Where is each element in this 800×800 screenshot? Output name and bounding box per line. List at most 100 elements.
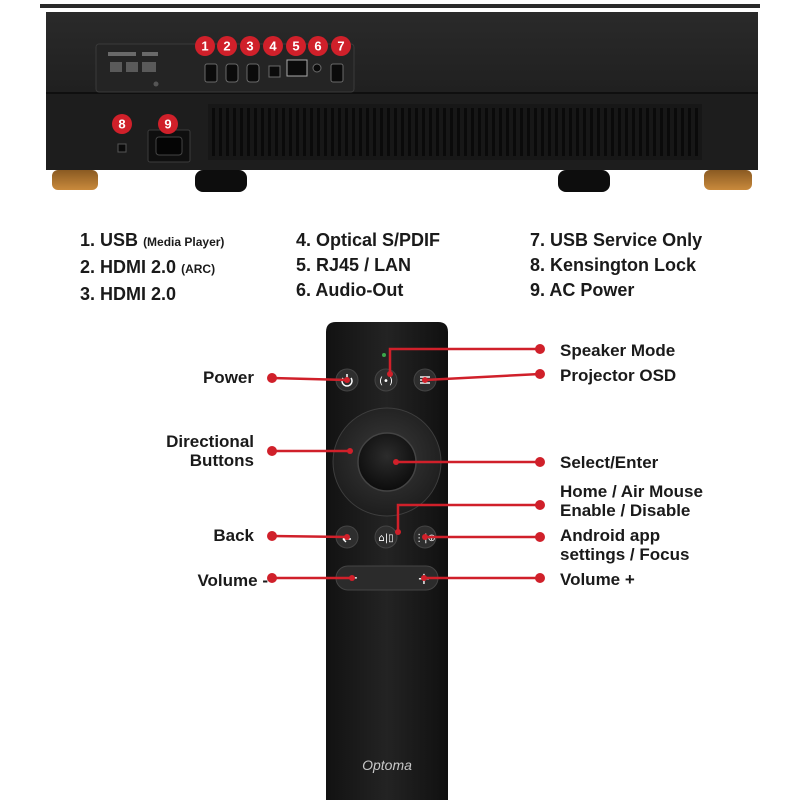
callout-leaders [267,344,545,583]
vent-slot [639,108,642,156]
home-mouse-icon: ⌂|▯ [378,533,393,544]
usb-service-port-7 [330,63,344,83]
vent-slot [485,108,488,156]
vent-slot [464,108,467,156]
port-badge-9: 9 [158,114,178,134]
vent-slot [695,108,698,156]
home-air-mouse-button[interactable]: ⌂|▯ [374,525,398,549]
vent-slot [471,108,474,156]
port-list-col3: 7. USB Service Only 8. Kensington Lock 9… [530,228,702,303]
vent-slot [646,108,649,156]
vent-slot [394,108,397,156]
vent-slot [275,108,278,156]
callout-power: Power [202,368,254,387]
leader-directional [267,446,353,456]
callout-back: Back [213,526,254,545]
vent-slot [632,108,635,156]
leader-projector-osd [422,369,545,383]
port-badge-3: 3 [240,36,260,56]
vent-slot [212,108,215,156]
vent-slot [562,108,565,156]
brand-logo-text: Optoma [362,757,412,773]
port-badge-number: 8 [118,117,125,132]
port-badge-number: 2 [223,39,230,54]
leader-back [267,531,350,541]
vent-slot [541,108,544,156]
projector-rear [46,12,758,192]
leader-volume-minus [267,573,355,583]
leader-select-enter [393,457,545,467]
vent-slot [408,108,411,156]
vent-slot [240,108,243,156]
foot-black-left [195,170,247,192]
vent-slot [303,108,306,156]
vent-slot [345,108,348,156]
vent-slot [296,108,299,156]
port-badge-number: 5 [292,39,299,54]
vent-slot [422,108,425,156]
top-divider [40,4,760,8]
vent-slot [443,108,446,156]
vent-slot [254,108,257,156]
kensington-slot-8 [117,143,127,153]
vent-slot [401,108,404,156]
port-list-col1: 1. USB (Media Player) 2. HDMI 2.0 (ARC) … [80,228,224,307]
port-item-1: 1. USB (Media Player) [80,230,225,250]
foot-black-right [558,170,610,192]
port-badge-4: 4 [263,36,283,56]
vent-slot [520,108,523,156]
leader-volume-plus [421,573,545,583]
port-badge-7: 7 [331,36,351,56]
gold-foot-right [704,170,752,190]
vent-slot [548,108,551,156]
port-badge-number: 9 [164,117,171,132]
vent-slot [352,108,355,156]
vent-slot [527,108,530,156]
vent-slot [618,108,621,156]
port-item-4: 4. Optical S/PDIF [296,230,441,250]
callout-select-enter: Select/Enter [560,453,659,472]
remote-body [326,322,448,800]
vent-slot [338,108,341,156]
port-badge-8: 8 [112,114,132,134]
vent-slot [436,108,439,156]
vent-slot [324,108,327,156]
speaker-mode-button[interactable]: (•) [374,368,398,392]
audio-out-port-6 [312,63,322,73]
vent-slot [219,108,222,156]
port-badge-1: 1 [195,36,215,56]
vent-slot [317,108,320,156]
port-item-9: 9. AC Power [530,280,635,300]
vent-slot [604,108,607,156]
rj45-port-5 [286,59,308,77]
port-badge-number: 6 [314,39,321,54]
speaker-mode-icon: (•) [379,376,393,387]
vent-slot [513,108,516,156]
leader-speaker-mode [387,344,545,377]
vent-slot [366,108,369,156]
vent-slot [625,108,628,156]
vent-grille [208,104,702,160]
vent-slot [597,108,600,156]
vent-slot [653,108,656,156]
hdmi-port-3 [246,63,260,83]
port-item-6: 6. Audio-Out [296,280,404,300]
port-badge-number: 3 [246,39,253,54]
port-item-2: 2. HDMI 2.0 (ARC) [80,257,216,277]
vent-slot [478,108,481,156]
callout-speaker-mode: Speaker Mode [560,341,676,360]
callout-projector-osd: Projector OSD [560,366,677,385]
port-item-3: 3. HDMI 2.0 [80,284,177,304]
vent-slot [282,108,285,156]
remote-control: (•) ⌂|▯ ⋮|⊕ − + Opto [326,322,448,800]
vent-slot [380,108,383,156]
optical-port-4 [268,65,281,78]
vent-slot [373,108,376,156]
vent-slot [247,108,250,156]
vent-slot [688,108,691,156]
port-list-col2: 4. Optical S/PDIF 5. RJ45 / LAN 6. Audio… [296,228,440,303]
callout-directional: Directional Buttons [166,432,254,470]
vent-slot [492,108,495,156]
